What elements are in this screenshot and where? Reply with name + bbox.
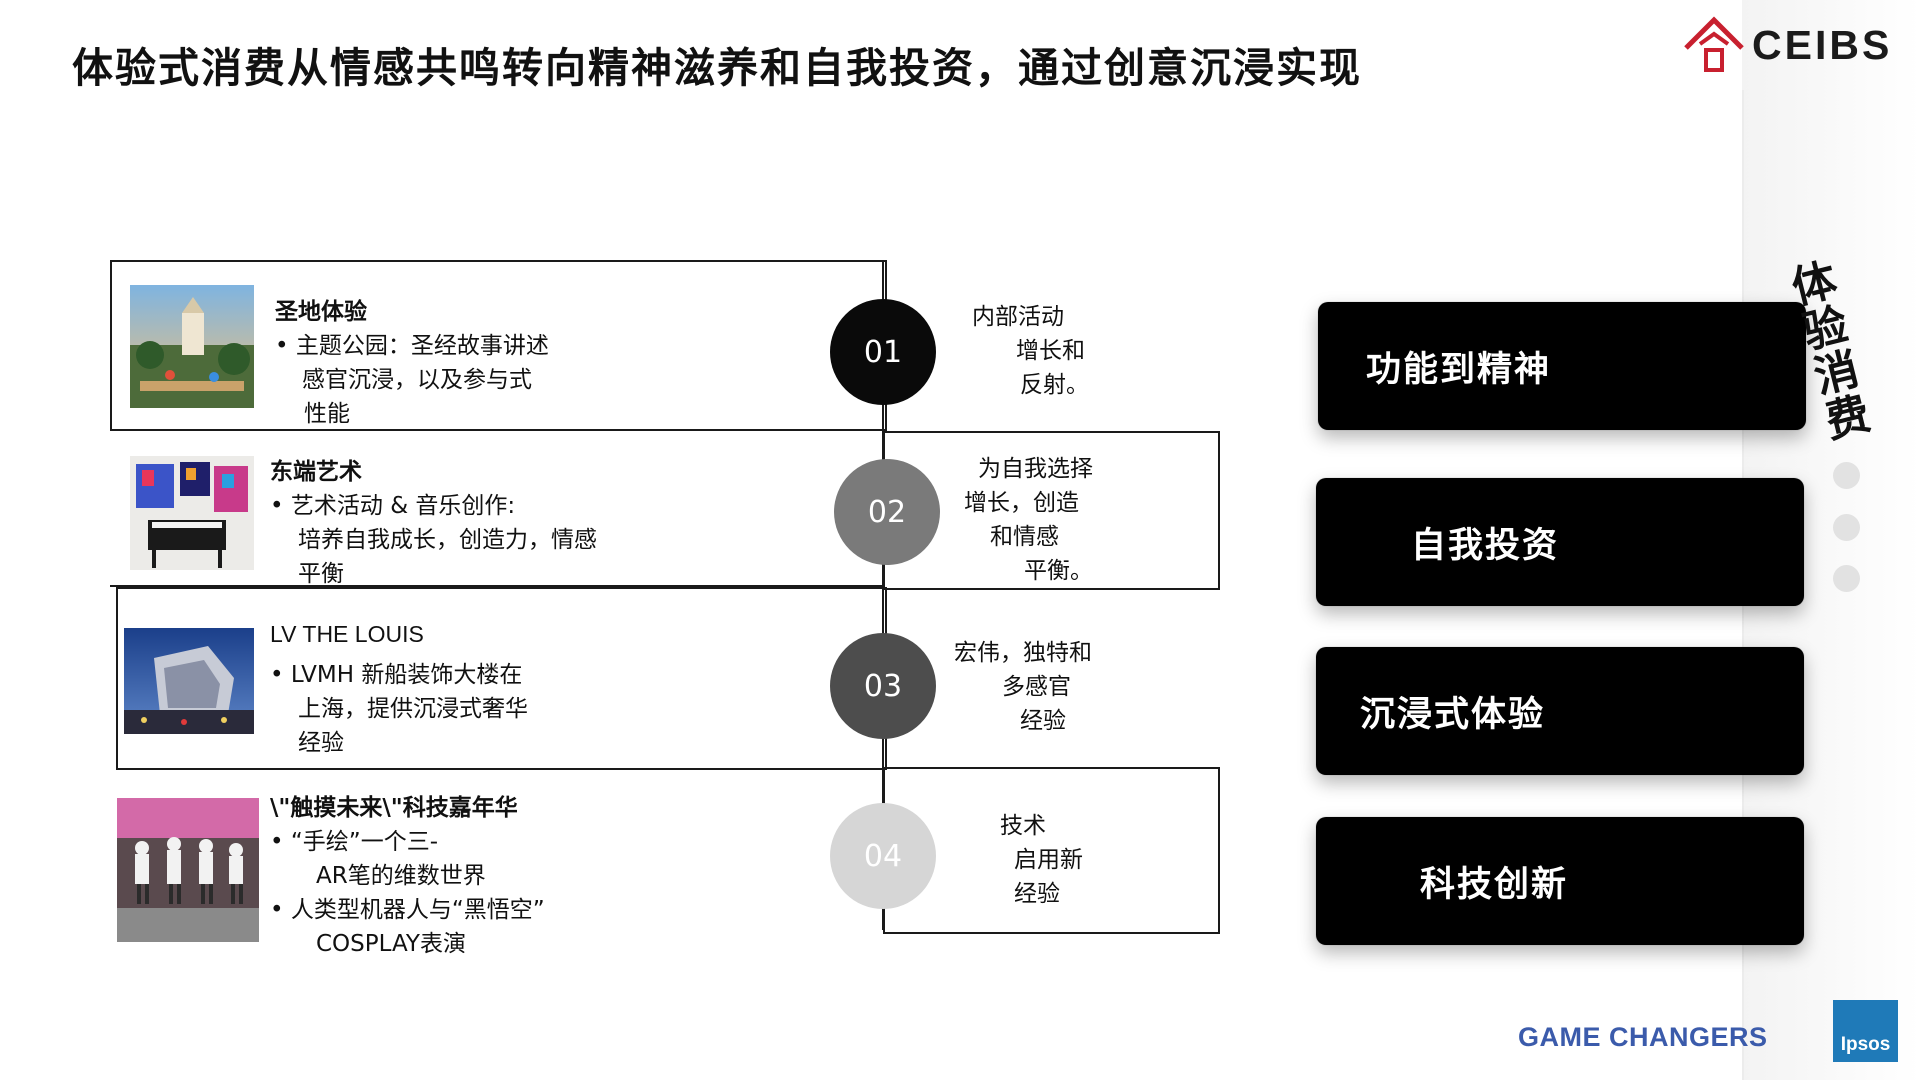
item-line-2-3: 平衡 [298,561,344,587]
side-dot-3 [1833,565,1860,592]
item-title-2: 东端艺术 [270,459,362,485]
pill-label-3: 沉浸式体验 [1360,694,1546,735]
step-number-4: 04 [863,838,903,874]
desc-2-line-4: 平衡。 [1024,558,1093,584]
item-line-1-1: • 主题公园：圣经故事讲述 [275,333,549,359]
item-line-4-4: COSPLAY表演 [316,931,466,957]
step-number-1: 01 [863,334,903,370]
step-number-3: 03 [863,668,903,704]
desc-2-line-2: 增长，创造 [964,490,1079,516]
step-number-2: 02 [867,494,907,530]
item-line-4-2: AR笔的维数世界 [316,863,486,889]
item-line-3-3: 经验 [298,730,344,756]
desc-4-line-3: 经验 [1014,881,1060,907]
art-studio-photo [130,456,254,570]
ipsos-logo: Ipsos [1833,1000,1898,1062]
ceibs-logo-icon [1684,16,1744,72]
desc-4-line-2: 启用新 [1014,847,1083,873]
logo-text: CEIBS [1752,22,1893,68]
step-circle-1: 01 [830,299,936,405]
center-vertical-line [882,260,884,930]
pill-label-4: 科技创新 [1420,864,1569,905]
desc-1-line-1: 内部活动 [972,304,1064,330]
step-circle-2: 02 [834,459,940,565]
ipsos-logo-text: Ipsos [1840,1034,1891,1055]
desc-2-line-1: 为自我选择 [978,456,1093,482]
pill-function-to-spirit: 功能到精神 [1318,302,1806,430]
item-line-2-2: 培养自我成长，创造力，情感 [298,527,597,553]
pill-self-investment: 自我投资 [1316,478,1804,606]
side-dot-2 [1833,514,1860,541]
desc-1-line-2: 增长和 [1016,338,1085,364]
desc-3-line-1: 宏伟，独特和 [954,640,1092,666]
desc-2-line-3: 和情感 [990,524,1059,550]
row-divider-2 [110,585,883,587]
item-line-3-2: 上海，提供沉浸式奢华 [298,696,528,722]
game-changers-label: GAME CHANGERS [1518,1022,1768,1052]
robots-stage-photo [117,798,259,942]
ceibs-logo [1682,14,1907,78]
desc-3-line-3: 经验 [1020,708,1066,734]
item-title-1: 圣地体验 [275,299,367,325]
desc-4-line-1: 技术 [1000,813,1046,839]
item-line-4-1: • “手绘”一个三- [270,829,439,855]
item-line-2-1: • 艺术活动 & 音乐创作: [270,493,516,519]
item-title-3: LV THE LOUIS [270,621,424,647]
item-line-1-2: 感官沉浸，以及参与式 [302,367,532,393]
step-circle-4: 04 [830,803,936,909]
pill-label-2: 自我投资 [1411,525,1560,566]
item-line-1-3: 性能 [304,401,350,427]
side-dot-1 [1833,462,1860,489]
theme-park-photo [130,285,254,408]
item-line-4-3: • 人类型机器人与“黑悟空” [270,897,545,923]
desc-3-line-2: 多感官 [1002,674,1071,700]
pill-label-1: 功能到精神 [1366,349,1552,390]
page-title: 体验式消费从情感共鸣转向精神滋养和自我投资，通过创意沉浸实现 [72,44,1362,92]
pill-tech-innovation: 科技创新 [1316,817,1804,945]
item-line-3-1: • LVMH 新船装饰大楼在 [270,662,523,688]
lv-building-photo [124,628,254,734]
step-circle-3: 03 [830,633,936,739]
item-title-4: \"触摸未来\"科技嘉年华 [270,795,518,821]
pill-immersive-experience: 沉浸式体验 [1316,647,1804,775]
desc-1-line-3: 反射。 [1020,372,1089,398]
